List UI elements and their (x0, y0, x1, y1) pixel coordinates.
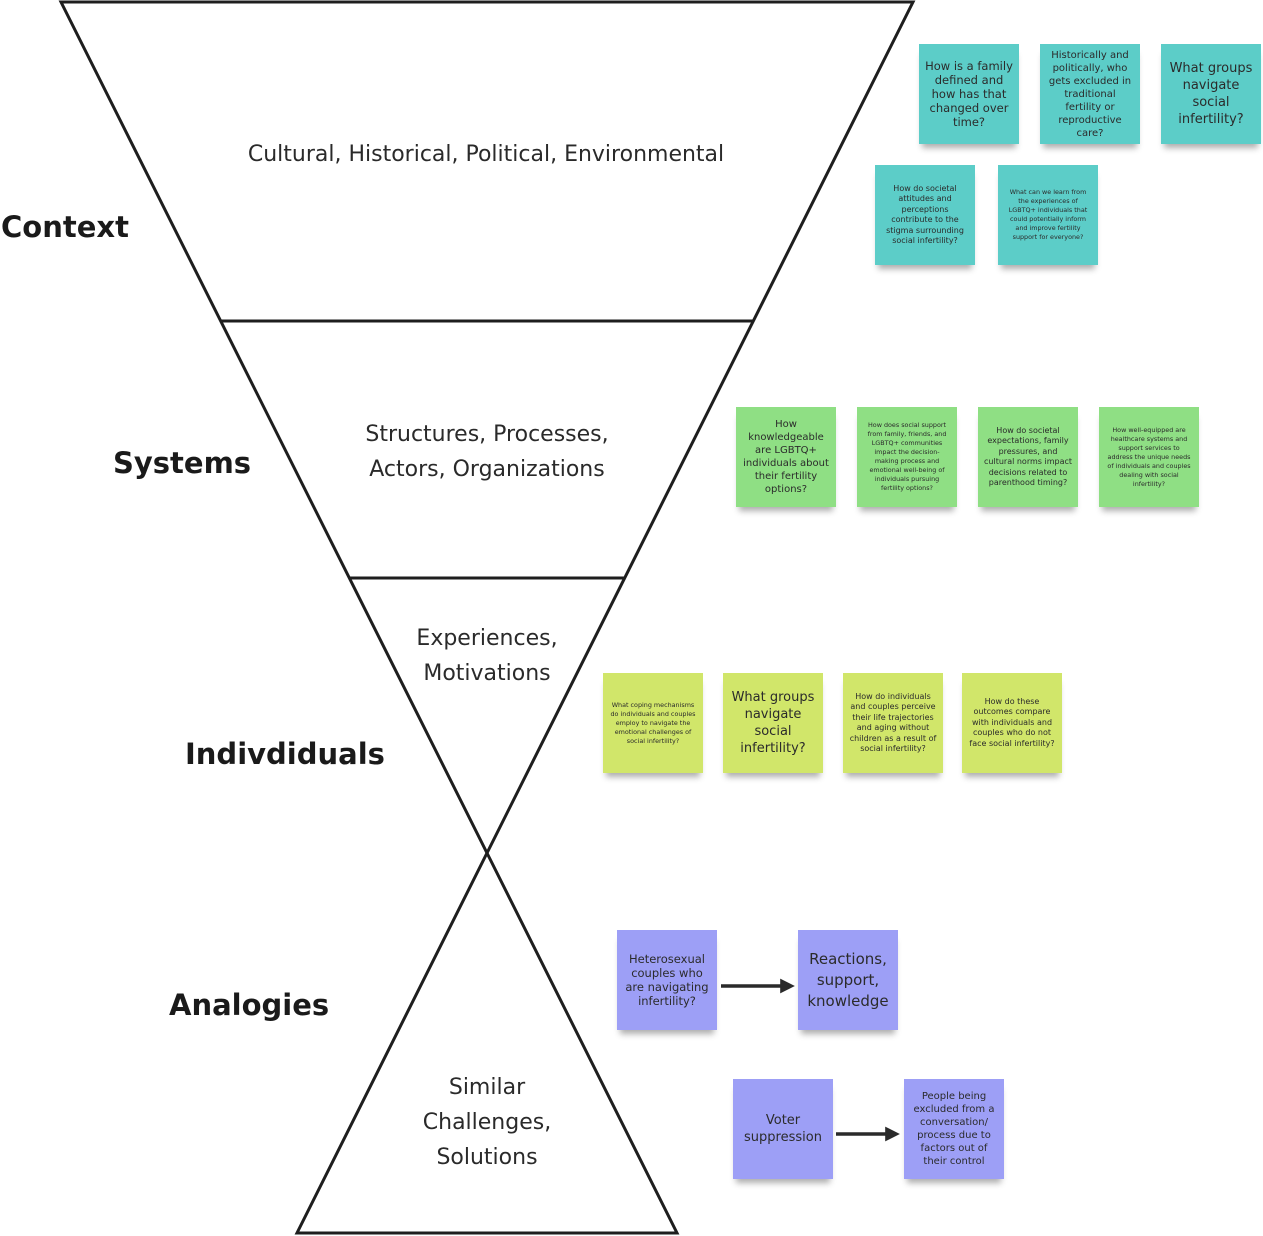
sticky-note-text: How does social support from family, fri… (867, 421, 947, 492)
sticky-note-text: What groups navigate social infertility? (1169, 61, 1253, 127)
systems-section-label-line1: Structures, Processes, (365, 422, 609, 447)
sticky-note-individuals-1[interactable]: What coping mechanisms do individuals an… (603, 673, 703, 773)
context-section-label-text: Cultural, Historical, Political, Environ… (247, 142, 725, 167)
sticky-note-text: How do societal expectations, family pre… (984, 425, 1073, 488)
sticky-note-systems-3[interactable]: How do societal expectations, family pre… (978, 407, 1078, 507)
level-label-analogies: Analogies (169, 988, 330, 1022)
sticky-note-text: How do individuals and couples perceive … (849, 691, 937, 754)
sticky-note-text: Reactions, support, knowledge (807, 949, 889, 1010)
sticky-note-context-3[interactable]: What groups navigate social infertility? (1161, 44, 1261, 144)
sticky-note-text: How knowledgeable are LGBTQ+ individuals… (743, 419, 829, 495)
level-label-systems: Systems (113, 446, 252, 480)
analogies-section-label: Similar Challenges, Solutions (397, 1070, 577, 1175)
level-label-individuals: Indivdiduals (185, 737, 385, 771)
sticky-note-systems-4[interactable]: How well-equipped are healthcare systems… (1099, 407, 1199, 507)
sticky-note-text: People being excluded from a conversatio… (913, 1091, 995, 1167)
sticky-note-analogies-people-excluded[interactable]: People being excluded from a conversatio… (904, 1079, 1004, 1179)
sticky-note-text: What groups navigate social infertility? (731, 690, 815, 756)
analogies-section-label-line2: Challenges, (422, 1110, 552, 1135)
sticky-note-systems-1[interactable]: How knowledgeable are LGBTQ+ individuals… (736, 407, 836, 507)
sticky-note-text: What can we learn from the experiences o… (1008, 188, 1088, 241)
individuals-section-label: Experiences, Motivations (387, 621, 587, 691)
individuals-section-label-line2: Motivations (423, 661, 551, 686)
sticky-note-context-1[interactable]: How is a family defined and how has that… (919, 44, 1019, 144)
sticky-note-context-5[interactable]: What can we learn from the experiences o… (998, 165, 1098, 265)
sticky-note-systems-2[interactable]: How does social support from family, fri… (857, 407, 957, 507)
sticky-note-text: Historically and politically, who gets e… (1048, 49, 1132, 139)
sticky-note-text: How well-equipped are healthcare systems… (1107, 425, 1191, 488)
sticky-note-text: How is a family defined and how has that… (925, 59, 1013, 129)
systems-section-label-line2: Actors, Organizations (369, 457, 605, 482)
systems-section-label: Structures, Processes, Actors, Organizat… (337, 417, 637, 487)
sticky-note-individuals-2[interactable]: What groups navigate social infertility? (723, 673, 823, 773)
sticky-note-text: Heterosexual couples who are navigating … (625, 952, 709, 1008)
sticky-note-individuals-4[interactable]: How do these outcomes compare with indiv… (962, 673, 1062, 773)
context-section-label: Cultural, Historical, Political, Environ… (221, 137, 751, 172)
level-label-context: Context (1, 210, 129, 244)
sticky-note-context-4[interactable]: How do societal attitudes and perception… (875, 165, 975, 265)
sticky-note-analogies-reactions[interactable]: Reactions, support, knowledge (798, 930, 898, 1030)
individuals-section-label-line1: Experiences, (416, 626, 558, 651)
sticky-note-context-2[interactable]: Historically and politically, who gets e… (1040, 44, 1140, 144)
sticky-note-text: How do these outcomes compare with indiv… (969, 696, 1055, 748)
sticky-note-text: How do societal attitudes and perception… (886, 183, 964, 246)
sticky-note-analogies-voter-suppression[interactable]: Voter suppression (733, 1079, 833, 1179)
sticky-note-analogies-heterosexual-couples[interactable]: Heterosexual couples who are navigating … (617, 930, 717, 1030)
funnel-inverted-triangle (58, 0, 916, 857)
analogies-section-label-line1: Similar (448, 1075, 526, 1100)
sticky-note-text: What coping mechanisms do individuals an… (610, 700, 696, 745)
sticky-note-individuals-3[interactable]: How do individuals and couples perceive … (843, 673, 943, 773)
sticky-note-text: Voter suppression (744, 1113, 822, 1145)
analogies-triangle (294, 849, 680, 1235)
analogies-section-label-line3: Solutions (436, 1145, 538, 1170)
